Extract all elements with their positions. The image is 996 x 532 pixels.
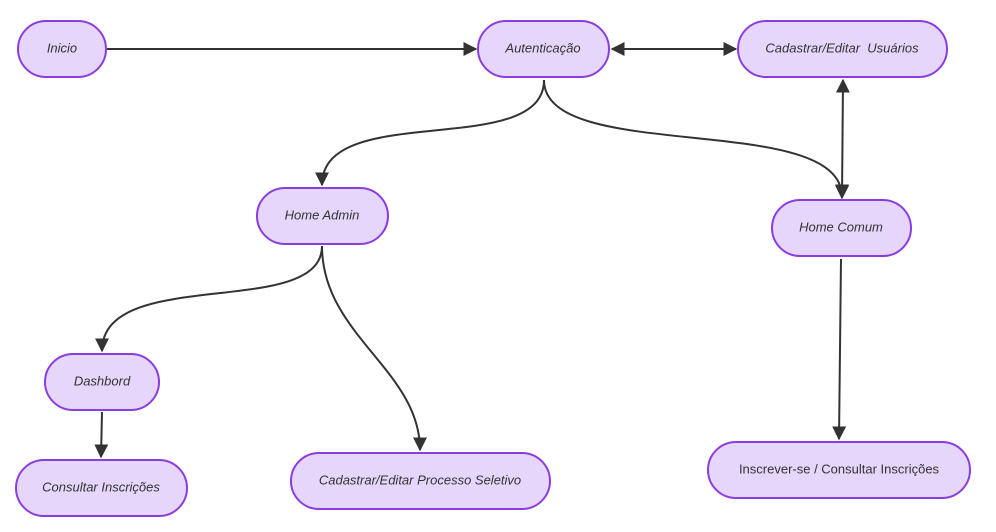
node-cadastrar-processo-shape <box>290 452 551 510</box>
node-inscrever-se[interactable]: Inscrever-se / Consultar Inscrições <box>707 441 971 499</box>
node-autenticacao-shape <box>477 20 610 78</box>
node-consultar-inscricoes-shape <box>15 459 188 517</box>
node-cadastrar-usuarios-label: Cadastrar/Editar Usuários <box>765 40 919 55</box>
node-dashbord-label: Dashbord <box>74 373 131 388</box>
node-home-comum[interactable]: Home Comum <box>771 199 912 257</box>
node-inicio-shape <box>17 20 107 78</box>
node-autenticacao-label: Autenticação <box>504 40 580 55</box>
edge-home-comum-inscrever <box>832 258 847 441</box>
node-cadastrar-usuarios[interactable]: Cadastrar/Editar Usuários <box>737 20 948 78</box>
node-cadastrar-usuarios-shape <box>737 20 948 78</box>
node-autenticacao[interactable]: Autenticação <box>477 20 610 78</box>
node-inscrever-se-label: Inscrever-se / Consultar Inscrições <box>739 461 940 476</box>
nodes-layer: Inicio Autenticação Cadastrar/Editar Usu… <box>15 20 971 517</box>
node-home-admin-label: Home Admin <box>285 207 360 222</box>
edges-layer <box>94 42 850 459</box>
node-inicio-label: Inicio <box>47 40 77 55</box>
node-home-admin[interactable]: Home Admin <box>256 187 389 245</box>
node-consultar-inscricoes[interactable]: Consultar Inscrições <box>15 459 188 517</box>
node-consultar-inscricoes-label: Consultar Inscrições <box>42 479 160 494</box>
edge-home-admin-processo <box>321 245 427 452</box>
edge-dashbord-consultar <box>94 411 109 459</box>
edge-home-admin-dashbord <box>95 245 323 353</box>
node-inicio[interactable]: Inicio <box>17 20 107 78</box>
node-cadastrar-processo-label: Cadastrar/Editar Processo Seletivo <box>319 472 521 487</box>
edge-auth-home-admin <box>315 79 545 187</box>
node-dashbord-shape <box>44 353 160 411</box>
node-cadastrar-processo[interactable]: Cadastrar/Editar Processo Seletivo <box>290 452 551 510</box>
node-dashbord[interactable]: Dashbord <box>44 353 160 411</box>
edge-home-comum-cadastrar-usuarios <box>835 78 850 200</box>
node-home-comum-label: Home Comum <box>799 219 883 234</box>
node-home-admin-shape <box>256 187 389 245</box>
edge-auth-home-comum <box>543 79 849 199</box>
node-inscrever-se-shape <box>707 441 971 499</box>
node-home-comum-shape <box>771 199 912 257</box>
